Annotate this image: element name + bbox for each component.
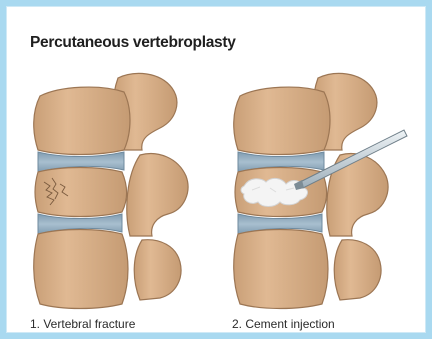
vertebra-upper — [34, 87, 130, 154]
posterior-process-mid — [127, 154, 188, 236]
caption-cement-injection: 2. Cement injection — [232, 317, 335, 331]
vertebra-lower — [34, 230, 128, 309]
posterior-process-lower — [134, 240, 181, 300]
vertebra-upper — [234, 87, 330, 154]
posterior-process-lower — [334, 240, 381, 300]
vertebra-fractured — [35, 168, 127, 217]
vertebra-lower — [234, 230, 328, 309]
spine-right — [234, 73, 388, 308]
caption-vertebral-fracture: 1. Vertebral fracture — [30, 317, 135, 331]
spine-left — [34, 73, 188, 308]
